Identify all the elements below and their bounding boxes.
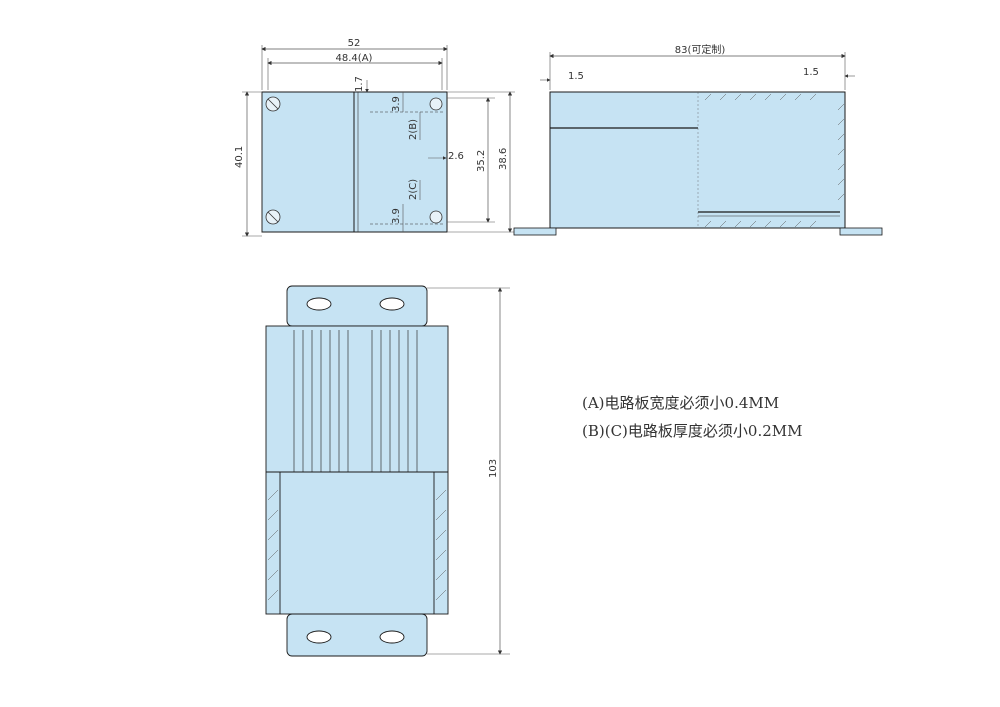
dim-left-offset: 1.5 <box>568 71 584 82</box>
mounting-hole <box>306 630 332 644</box>
dim-3-9-bottom: 3.9 <box>391 208 402 224</box>
note-bc: (B)(C)电路板厚度必须小0.2MM <box>582 422 802 440</box>
top-view-hatching <box>267 489 447 601</box>
screw-icon <box>429 210 443 224</box>
screw-icon <box>265 209 281 225</box>
dim-height-left: 40.1 <box>234 146 245 168</box>
dim-height-inner: 35.2 <box>476 150 487 172</box>
side-view: 83(可定制) 1.5 1.5 <box>513 43 883 236</box>
side-view-flange-right <box>839 227 883 236</box>
notes: (A)电路板宽度必须小0.4MM (B)(C)电路板厚度必须小0.2MM <box>582 394 802 440</box>
side-view-flange-left <box>513 227 557 236</box>
front-view: 52 48.4(A) 1.7 3.9 2(B) 2.6 2(C) 3.9 40.… <box>234 38 515 237</box>
dim-2-6: 2.6 <box>448 151 464 162</box>
dim-2-b: 2(B) <box>408 119 419 140</box>
side-view-hatching <box>704 93 845 228</box>
screw-icon <box>429 97 443 111</box>
mounting-hole <box>379 297 405 311</box>
dim-2-c: 2(C) <box>408 179 419 200</box>
side-view-body <box>549 91 846 229</box>
dim-3-9-top: 3.9 <box>391 96 402 112</box>
dim-length-103: 103 <box>488 459 499 478</box>
top-view-body <box>265 325 449 615</box>
dim-overall-width: 52 <box>348 38 361 49</box>
screw-icon <box>265 96 281 112</box>
dim-1-7: 1.7 <box>354 76 365 92</box>
dim-inner-width: 48.4(A) <box>336 53 373 64</box>
top-view: 103 <box>265 285 510 657</box>
dim-height-outer: 38.6 <box>498 148 509 170</box>
dim-length-83: 83(可定制) <box>675 43 726 56</box>
note-a: (A)电路板宽度必须小0.4MM <box>582 394 779 412</box>
mounting-hole <box>379 630 405 644</box>
heat-sink-fins <box>293 330 418 472</box>
mounting-hole <box>306 297 332 311</box>
top-view-flange-bottom <box>286 613 428 657</box>
dim-right-offset: 1.5 <box>803 67 819 78</box>
